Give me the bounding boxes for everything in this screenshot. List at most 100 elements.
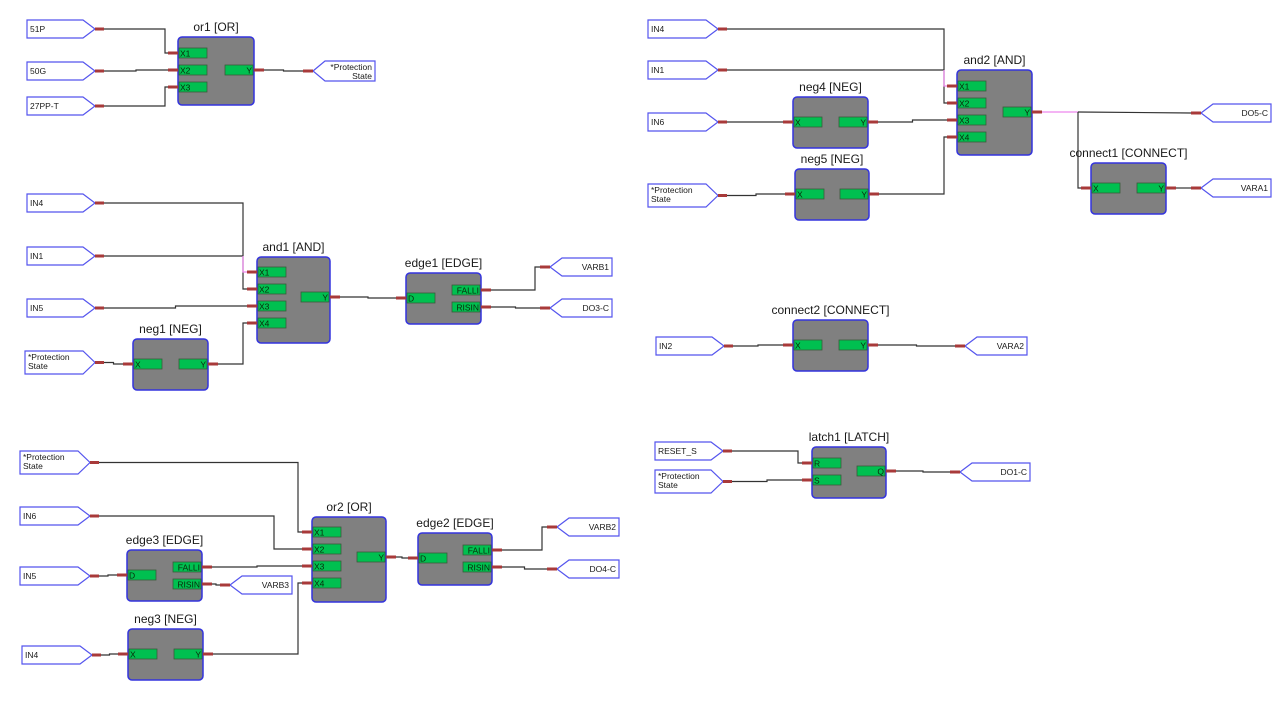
input-terminal-in_in4_c[interactable]: IN4 — [647, 19, 727, 39]
output-terminal-out_vara1[interactable]: VARA1 — [1191, 178, 1272, 198]
output-pin-Y[interactable] — [173, 648, 203, 660]
output-pin-FALLI[interactable] — [462, 544, 492, 556]
input-terminal-in_in1_c[interactable]: IN1 — [647, 60, 727, 80]
input-pin-X2[interactable] — [257, 283, 287, 295]
output-pin-Y[interactable] — [838, 339, 868, 351]
input-pin-S[interactable] — [812, 474, 842, 486]
input-pin-X[interactable] — [128, 648, 158, 660]
input-pin-X[interactable] — [793, 339, 823, 351]
input-terminal-in_in5_a[interactable]: IN5 — [26, 298, 104, 318]
input-terminal-in_27ppt[interactable]: 27PP-T — [26, 96, 104, 116]
input-terminal-in_51p[interactable]: 51P — [26, 19, 104, 39]
wire[interactable] — [733, 344, 783, 347]
output-pin-Y[interactable] — [1136, 182, 1166, 194]
output-pin-Y[interactable] — [178, 358, 208, 370]
input-pin-X2[interactable] — [312, 543, 342, 555]
output-terminal-out_do4[interactable]: DO4-C — [547, 559, 620, 579]
output-pin-Y[interactable] — [300, 291, 330, 303]
input-pin-X[interactable] — [793, 116, 823, 128]
wire[interactable] — [491, 306, 540, 309]
output-pin-Y[interactable] — [356, 551, 386, 563]
wire[interactable] — [396, 556, 408, 559]
input-pin-X2[interactable] — [178, 64, 208, 76]
output-pin-RISIN[interactable] — [451, 301, 481, 313]
output-pin-RISIN[interactable] — [462, 561, 492, 573]
wire[interactable] — [212, 565, 302, 568]
wire[interactable] — [878, 119, 947, 123]
input-pin-X[interactable] — [133, 358, 163, 370]
wire[interactable] — [242, 256, 247, 273]
wire[interactable] — [943, 70, 947, 87]
input-terminal-in_50g[interactable]: 50G — [26, 61, 104, 81]
input-pin-X1[interactable] — [178, 47, 208, 59]
input-pin-X4[interactable] — [257, 317, 287, 329]
wire[interactable] — [104, 69, 168, 72]
input-pin-X3[interactable] — [178, 81, 208, 93]
wire[interactable] — [1077, 112, 1081, 189]
output-terminal-out_varb3[interactable]: VARB3 — [220, 575, 293, 595]
input-terminal-in_in4_b[interactable]: IN4 — [21, 645, 101, 665]
input-pin-D[interactable] — [127, 569, 157, 581]
input-terminal-in_in6_c[interactable]: IN6 — [647, 112, 727, 132]
input-terminal-in_reset[interactable]: RESET_S — [654, 441, 732, 461]
wire[interactable] — [340, 296, 396, 299]
wire[interactable] — [732, 479, 802, 483]
wire[interactable] — [99, 574, 117, 577]
input-terminal-in_in1_a[interactable]: IN1 — [26, 246, 104, 266]
output-terminal-out_do3[interactable]: DO3-C — [540, 298, 613, 318]
output-pin-FALLI[interactable] — [451, 284, 481, 296]
wire[interactable] — [104, 86, 168, 107]
wire[interactable] — [1077, 111, 1192, 114]
wire[interactable] — [104, 305, 247, 309]
wire[interactable] — [491, 266, 540, 291]
input-pin-X3[interactable] — [312, 560, 342, 572]
output-terminal-out_varb1[interactable]: VARB1 — [540, 257, 613, 277]
input-terminal-in_in5_b[interactable]: IN5 — [19, 566, 99, 586]
wire[interactable] — [99, 461, 302, 533]
wire[interactable] — [502, 526, 547, 551]
output-pin-Y[interactable] — [838, 116, 868, 128]
output-pin-RISIN[interactable] — [172, 578, 202, 590]
input-pin-X3[interactable] — [257, 300, 287, 312]
input-pin-X2[interactable] — [957, 97, 987, 109]
wire[interactable] — [99, 515, 302, 550]
input-pin-X1[interactable] — [957, 80, 987, 92]
input-pin-X[interactable] — [1091, 182, 1121, 194]
input-pin-R[interactable] — [812, 457, 842, 469]
wire[interactable] — [502, 566, 547, 570]
input-pin-D[interactable] — [406, 292, 436, 304]
input-terminal-in_in6_b[interactable]: IN6 — [19, 506, 99, 526]
input-pin-X4[interactable] — [957, 131, 987, 143]
input-terminal-in_in2[interactable]: IN2 — [655, 336, 733, 356]
input-pin-X3[interactable] — [957, 114, 987, 126]
output-terminal-out_varb2[interactable]: VARB2 — [547, 517, 620, 537]
wire[interactable] — [896, 470, 950, 473]
input-terminal-in_in4_a[interactable]: IN4 — [26, 193, 104, 213]
wire[interactable] — [213, 582, 302, 655]
wire[interactable] — [104, 361, 123, 365]
wire[interactable] — [101, 653, 118, 656]
output-pin-Y[interactable] — [224, 64, 254, 76]
output-pin-FALLI[interactable] — [172, 561, 202, 573]
input-pin-D[interactable] — [418, 552, 448, 564]
input-pin-X[interactable] — [795, 188, 825, 200]
output-terminal-out_do1[interactable]: DO1-C — [950, 462, 1031, 482]
wire[interactable] — [218, 322, 247, 365]
